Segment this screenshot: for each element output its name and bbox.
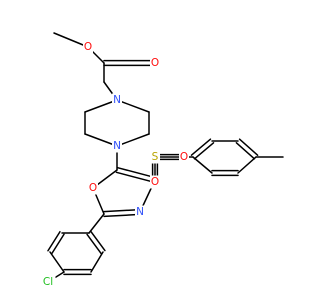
atom-label-s-sulfonyl: S — [152, 151, 159, 163]
single-bond — [84, 133, 118, 147]
atom-label-o-methoxy: O — [84, 41, 92, 53]
double-bond-line — [115, 171, 156, 184]
atom-label-o-carbonyl: O — [151, 57, 159, 69]
atom-label-group: O O N N S O O O N Cl — [40, 40, 189, 289]
atom-label-n-piperazine-bottom: N — [113, 140, 121, 152]
molecule-structure: O O N N S O O O N Cl — [40, 32, 284, 289]
atom-label-background — [112, 139, 122, 153]
atom-label-background — [150, 175, 160, 189]
single-bond — [116, 133, 150, 147]
double-bond-line — [51, 233, 65, 255]
atom-label-n-piperazine-top: N — [113, 94, 121, 106]
atom-label-cl-chloro: Cl — [43, 276, 53, 288]
atom-label-background — [135, 205, 145, 219]
double-bond-line — [90, 230, 106, 252]
atom-label-background — [179, 150, 189, 164]
double-bond-line — [190, 138, 212, 156]
atom-label-n-oxazole: N — [136, 206, 144, 218]
double-bond-line — [86, 233, 102, 255]
atom-label-background — [40, 275, 56, 289]
single-bond — [192, 156, 213, 174]
atom-label-background — [112, 93, 122, 107]
double-bond-line — [235, 142, 256, 160]
single-bond — [237, 156, 257, 174]
single-bond — [49, 251, 65, 273]
single-bond — [116, 99, 150, 113]
atom-label-background — [88, 181, 98, 195]
double-bond-line — [103, 208, 141, 213]
double-bond-line — [47, 230, 61, 252]
atom-label-o-sulfonyl-right: O — [180, 151, 188, 163]
single-bond — [84, 99, 118, 113]
atom-label-background — [150, 150, 160, 164]
atom-label-background — [83, 40, 93, 54]
double-bond-line — [103, 213, 141, 218]
single-bond — [88, 213, 105, 234]
atom-label-o-oxazole: O — [89, 182, 97, 194]
double-bond-line — [238, 138, 259, 156]
double-bond-line — [193, 142, 215, 160]
single-bond — [90, 251, 104, 273]
single-bond — [53, 32, 89, 48]
bond-group — [47, 32, 284, 283]
atom-label-o-sulfonyl-bottom: O — [151, 176, 159, 188]
double-bond-line — [116, 166, 157, 179]
atom-label-background — [150, 56, 160, 70]
